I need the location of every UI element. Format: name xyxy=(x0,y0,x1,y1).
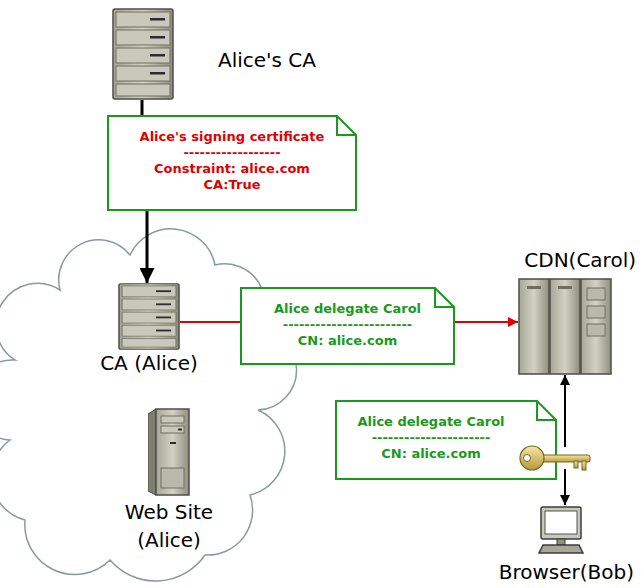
note-text: CN: alice.com xyxy=(253,333,443,349)
computer: Browser(Bob) xyxy=(537,505,585,555)
server-icon xyxy=(113,9,173,99)
server-icon xyxy=(148,409,189,495)
note-text: Alice delegate Carol xyxy=(253,301,443,317)
server: CDN(Carol) xyxy=(518,278,612,375)
server-icon xyxy=(119,284,179,350)
server: CA (Alice) xyxy=(118,283,180,350)
connector xyxy=(564,375,566,447)
node-label: Browser(Bob) xyxy=(499,560,634,584)
separator-text: ------------------------ xyxy=(253,317,443,333)
certificate-note: Alice delegate Carol--------------------… xyxy=(335,400,557,480)
node-label: Alice's CA xyxy=(218,48,316,72)
node-label: CA (Alice) xyxy=(100,351,198,375)
note-text: Alice delegate Carol xyxy=(345,414,517,430)
certificate-note: Alice delegate Carol--------------------… xyxy=(240,287,455,365)
server: Alice's CA xyxy=(112,8,174,100)
computer-icon xyxy=(539,507,583,553)
separator-text: ---------------------- xyxy=(345,430,517,446)
connector xyxy=(455,321,518,323)
node-label: Web Site (Alice) xyxy=(109,498,229,554)
separator-text: ------------------ xyxy=(137,145,327,161)
connector xyxy=(564,469,566,505)
certificate-note: Alice's signing certificate-------------… xyxy=(107,115,357,211)
server: Web Site (Alice) xyxy=(148,408,190,496)
connector xyxy=(180,321,240,323)
note-text: CN: alice.com xyxy=(345,446,517,462)
note-text: Constraint: alice.com CA:True xyxy=(137,161,327,193)
server-icon xyxy=(519,279,611,374)
node-label: CDN(Carol) xyxy=(524,248,636,272)
connector xyxy=(141,100,144,115)
note-text: Alice's signing certificate xyxy=(137,129,327,145)
connector xyxy=(146,211,149,283)
key-icon xyxy=(520,446,590,470)
